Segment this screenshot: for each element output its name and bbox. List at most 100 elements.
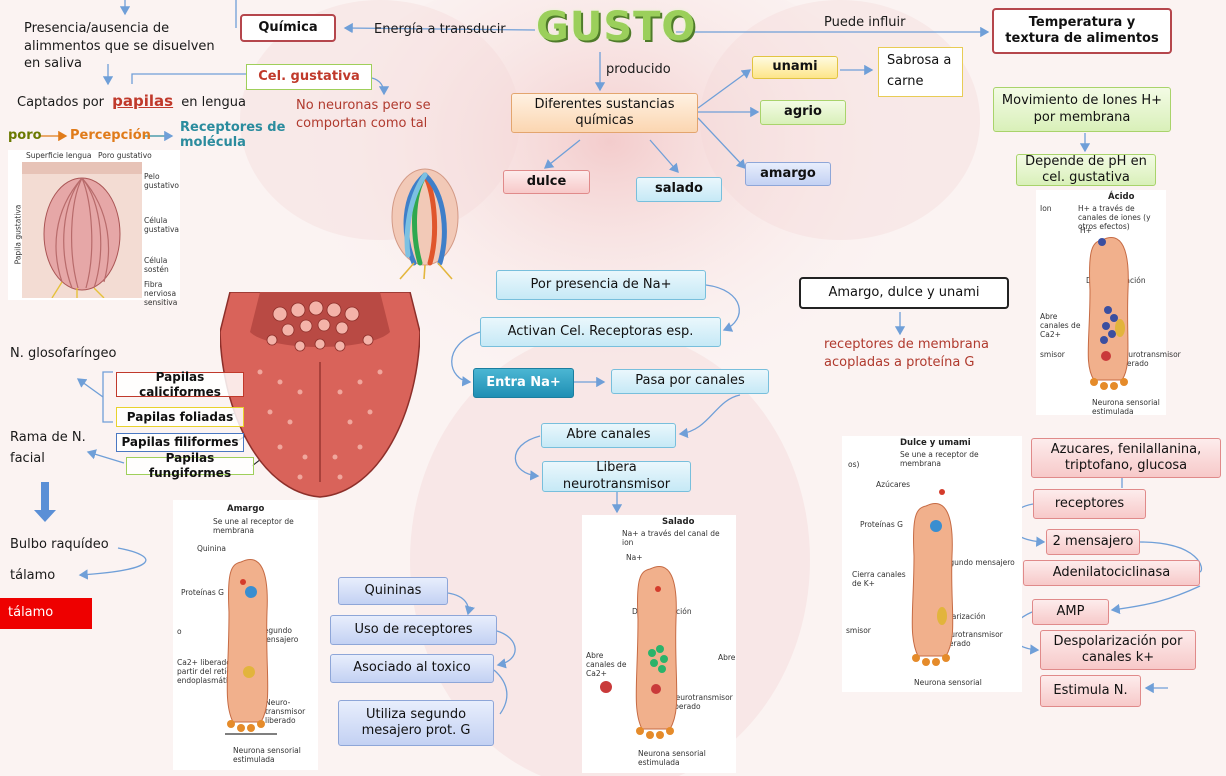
- dulce-neuro: Neurotransmisor liberado: [940, 630, 1003, 648]
- amargo-cell-illustration: [225, 559, 277, 735]
- amargo-box: amargo: [745, 162, 831, 186]
- salado-cell-illustration: [635, 566, 678, 739]
- acido-sub: H+ a través de canales de iones (y otros…: [1078, 204, 1151, 231]
- presencia-text: Presencia/ausencia de alimmentos que se …: [24, 21, 215, 72]
- dulce-os: os): [848, 460, 860, 469]
- uso-receptores-box: Uso de receptores: [330, 615, 497, 645]
- salado-neuro: Neurotransmisor liberado: [670, 693, 733, 711]
- sabrosa-box: Sabrosa a carne: [878, 47, 963, 97]
- cel-gustativa-box: Cel. gustativa: [246, 64, 372, 90]
- dulce-title: Dulce y umami: [900, 438, 971, 448]
- amp-box: AMP: [1032, 599, 1109, 625]
- salado-panel-title: Salado: [662, 517, 695, 527]
- adenilato-box: Adenilatociclinasa: [1023, 560, 1200, 586]
- amargo-proteinas: Proteínas G: [181, 588, 224, 597]
- captados-suffix: en lengua: [181, 95, 246, 110]
- receptores-molecula-label: Receptores de molécula: [180, 120, 286, 150]
- utiliza-segundo-box: Utiliza segundo mesajero prot. G: [338, 700, 494, 746]
- sustancias-box: Diferentes sustancias químicas: [511, 93, 698, 133]
- dulce-cell-illustration: [911, 489, 954, 666]
- acido-neurona: Neurona sensorial estimulada: [1092, 398, 1160, 416]
- acido-neuro: Neurotransmisor liberado: [1118, 350, 1181, 368]
- acido-abre: Abre canales de Ca2+: [1040, 312, 1081, 339]
- taste-bud-illustration: [22, 162, 142, 298]
- movimiento-box: Movimiento de Iones H+ por membrana: [993, 87, 1171, 132]
- amargo-ca: Ca2+ liberado a partir del retículo endo…: [177, 658, 242, 685]
- label-celula-gustativa: Célula gustativa: [144, 216, 180, 234]
- dulce-azucares: Azúcares: [876, 480, 910, 489]
- amargo-segundo: Segundo mensajero: [259, 626, 299, 644]
- receptores-membrana-text: receptores de membrana acopladas a prote…: [824, 337, 989, 370]
- salado-ion-dot: [600, 681, 612, 693]
- activan-box: Activan Cel. Receptoras esp.: [480, 317, 721, 347]
- quininas-box: Quininas: [338, 577, 448, 605]
- dulce-cierra: Cierra canales de K+: [852, 570, 906, 588]
- captados-prefix: Captados por: [17, 95, 105, 110]
- percepcion-label: Percepción: [70, 128, 151, 143]
- amargo-dulce-unami-box: Amargo, dulce y unami: [799, 277, 1009, 309]
- acido-cell-illustration: [1087, 237, 1129, 390]
- quimica-box: Química: [240, 14, 336, 42]
- acido-smisor: smisor: [1040, 350, 1065, 359]
- azucares-box: Azucares, fenilallanina, triptofano, glu…: [1031, 438, 1221, 478]
- no-neuronas-text: No neuronas pero se comportan como tal: [296, 98, 431, 131]
- puede-influir-label: Puede influir: [824, 15, 906, 30]
- dulce-proteinas: Proteínas G: [860, 520, 903, 529]
- producido-label: producido: [606, 62, 671, 77]
- despolarizacion-box: Despolarización por canales k+: [1040, 630, 1196, 670]
- amargo-o: o: [177, 627, 182, 636]
- papilas-caliciformes: Papilas caliciformes: [116, 370, 244, 399]
- talamo-text: tálamo: [10, 568, 56, 583]
- dulce-panel: Dulce y umami Se une a receptor de membr…: [842, 436, 1022, 692]
- amargo-panel: Amargo Se une al receptor de membrana Qu…: [173, 500, 318, 770]
- taste-bud-panel: Superficie lengua Poro gustativo Pelo gu…: [8, 150, 180, 307]
- papilas-word: papilas: [112, 92, 174, 110]
- label-papila: Papila gustativa: [13, 204, 23, 265]
- acido-ion: Ion: [1040, 204, 1052, 213]
- abre-canales-box: Abre canales: [541, 423, 676, 448]
- temperatura-box: Temperatura y textura de alimentos: [992, 8, 1172, 54]
- salado-neurona: Neurona sensorial estimulada: [638, 749, 706, 767]
- label-celula-sosten: Célula sostén: [144, 256, 169, 274]
- amargo-panel-sub: Se une al receptor de membrana: [213, 517, 294, 535]
- taste-receptor-illustration: [391, 168, 459, 280]
- estimula-box: Estimula N.: [1040, 675, 1141, 707]
- acido-title: Ácido: [1108, 192, 1135, 202]
- energia-label: Energía a transducir: [374, 22, 506, 37]
- amargo-quinina: Quinina: [197, 544, 226, 553]
- talamo-box: tálamo: [0, 598, 92, 629]
- label-poro-gustativo: Poro gustativo: [98, 151, 152, 160]
- dulce-segundo: Segundo mensajero: [940, 558, 1015, 567]
- amargo-neuro: Neuro-transmisor liberado: [265, 698, 306, 725]
- presencia-na-box: Por presencia de Na+: [496, 270, 706, 300]
- label-pelo: Pelo gustativo: [144, 172, 180, 190]
- salado-box: salado: [636, 177, 722, 202]
- asociado-toxico-box: Asociado al toxico: [330, 654, 494, 683]
- mensajero-box: 2 mensajero: [1046, 529, 1140, 555]
- dulce-despol: Despolarización: [926, 612, 986, 621]
- poro-label: poro: [8, 128, 42, 143]
- acido-panel: Ácido Ion H+ a través de canales de ione…: [1036, 190, 1181, 416]
- salado-panel: Salado Na+ a través del canal de ion Na+…: [582, 515, 736, 773]
- acido-h: H+: [1080, 226, 1092, 235]
- page-title: GUSTO: [536, 4, 697, 50]
- label-superficie: Superficie lengua: [26, 151, 92, 160]
- agrio-box: agrio: [760, 100, 846, 125]
- tongue-illustration: [220, 292, 420, 498]
- dulce-box: dulce: [503, 170, 590, 194]
- dulce-sub: Se une a receptor de membrana: [900, 450, 979, 468]
- amargo-neurona: Neurona sensorial estimulada: [233, 746, 301, 764]
- captados-text: Captados por papilas en lengua: [17, 91, 246, 112]
- dulce-smisor: smisor: [846, 626, 871, 635]
- amargo-panel-title: Amargo: [227, 504, 265, 514]
- depende-box: Depende de pH en cel. gustativa: [1016, 154, 1156, 186]
- papilas-foliadas: Papilas foliadas: [116, 407, 244, 427]
- salado-panel-sub: Na+ a través del canal de ion: [622, 529, 720, 547]
- label-fibra: Fibra nerviosa sensitiva: [144, 280, 178, 307]
- salado-abre: Abre canales de Ca2+: [586, 651, 627, 678]
- salado-na: Na+: [626, 553, 643, 562]
- rama-facial: Rama de N. facial: [10, 430, 86, 466]
- papilas-fungiformes: Papilas fungiformes: [126, 451, 254, 480]
- bulbo-raquideo: Bulbo raquídeo: [10, 537, 109, 552]
- receptores-box: receptores: [1033, 489, 1146, 519]
